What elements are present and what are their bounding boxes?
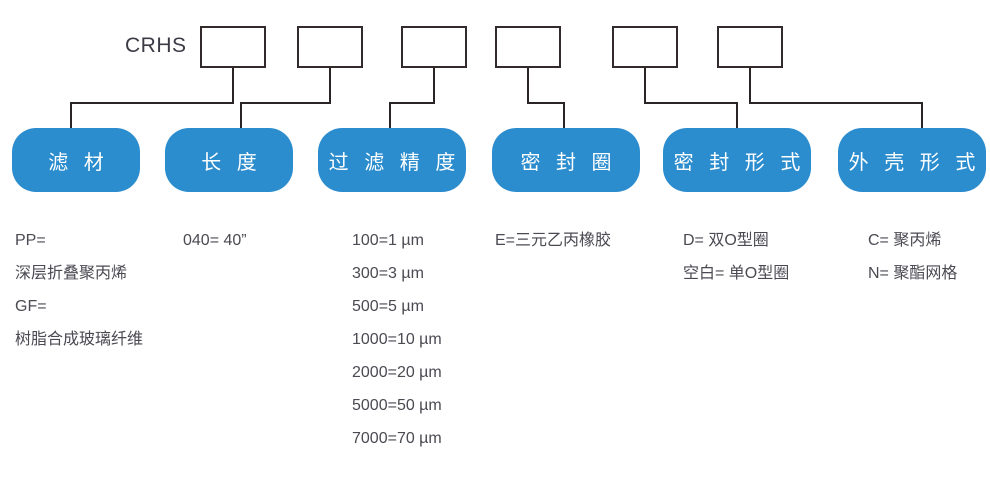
code-box-5[interactable]: [612, 26, 678, 68]
connector-1-drop: [232, 68, 234, 104]
sealing-ring-legend: E=三元乙丙橡胶: [495, 224, 611, 257]
legend-item: PP=: [15, 232, 46, 249]
category-pill-housing-type[interactable]: 外 壳 形 式: [838, 128, 986, 192]
category-label: 滤 材: [48, 151, 109, 174]
connector-2-stem: [240, 102, 242, 129]
filtration-precision-legend: 100=1 µm 300=3 µm 500=5 µm 1000=10 µm 20…: [352, 224, 442, 455]
legend-item: GF=: [15, 298, 47, 315]
code-box-4[interactable]: [495, 26, 561, 68]
code-box-6[interactable]: [717, 26, 783, 68]
connector-5-drop: [644, 68, 646, 104]
legend-item: 100=1 µm: [352, 232, 424, 249]
legend-item: N= 聚酯网格: [868, 265, 958, 282]
category-pill-sealing-type[interactable]: 密 封 形 式: [663, 128, 811, 192]
category-label: 长 度: [201, 151, 262, 174]
legend-item: 500=5 µm: [352, 298, 424, 315]
connector-2-run: [240, 102, 331, 104]
connector-6-stem: [921, 102, 923, 129]
category-pill-filter-material[interactable]: 滤 材: [12, 128, 140, 192]
connector-1-stem: [70, 102, 72, 129]
connector-3-stem: [389, 102, 391, 129]
connector-4-run: [527, 102, 565, 104]
category-label: 密 封 形 式: [673, 151, 806, 174]
legend-item: 040= 40”: [183, 232, 247, 249]
legend-item: 300=3 µm: [352, 265, 424, 282]
housing-type-legend: C= 聚丙烯 N= 聚酯网格: [868, 224, 957, 290]
code-box-2[interactable]: [297, 26, 363, 68]
category-label: 外 壳 形 式: [848, 151, 981, 174]
legend-item: 树脂合成玻璃纤维: [15, 331, 144, 348]
legend-item: D= 双O型圈: [683, 232, 769, 249]
connector-2-drop: [329, 68, 331, 104]
sealing-type-legend: D= 双O型圈 空白= 单O型圈: [683, 224, 789, 290]
connector-5-run: [644, 102, 738, 104]
category-label: 密 封 圈: [520, 151, 617, 174]
connector-6-drop: [749, 68, 751, 104]
legend-item: C= 聚丙烯: [868, 232, 942, 249]
code-box-1[interactable]: [200, 26, 266, 68]
legend-item: 2000=20 µm: [352, 364, 442, 381]
connector-1-run: [70, 102, 234, 104]
code-box-3[interactable]: [401, 26, 467, 68]
legend-item: 深层折叠聚丙烯: [15, 265, 128, 282]
legend-item: 空白= 单O型圈: [683, 265, 790, 282]
length-legend: 040= 40”: [183, 224, 247, 257]
connector-3-drop: [433, 68, 435, 104]
connector-6-run: [749, 102, 923, 104]
connector-4-drop: [527, 68, 529, 104]
connector-4-stem: [563, 102, 565, 129]
connector-5-stem: [736, 102, 738, 129]
legend-item: E=三元乙丙橡胶: [495, 232, 612, 249]
code-prefix-label: CRHS: [125, 34, 187, 57]
category-pill-sealing-ring[interactable]: 密 封 圈: [492, 128, 640, 192]
connector-3-run: [389, 102, 435, 104]
category-pill-filtration-precision[interactable]: 过 滤 精 度: [318, 128, 466, 192]
legend-item: 1000=10 µm: [352, 331, 442, 348]
legend-item: 5000=50 µm: [352, 397, 442, 414]
filter-material-legend: PP= 深层折叠聚丙烯 GF= 树脂合成玻璃纤维: [15, 224, 143, 356]
category-label: 过 滤 精 度: [328, 151, 461, 174]
category-pill-length[interactable]: 长 度: [165, 128, 293, 192]
legend-item: 7000=70 µm: [352, 430, 442, 447]
